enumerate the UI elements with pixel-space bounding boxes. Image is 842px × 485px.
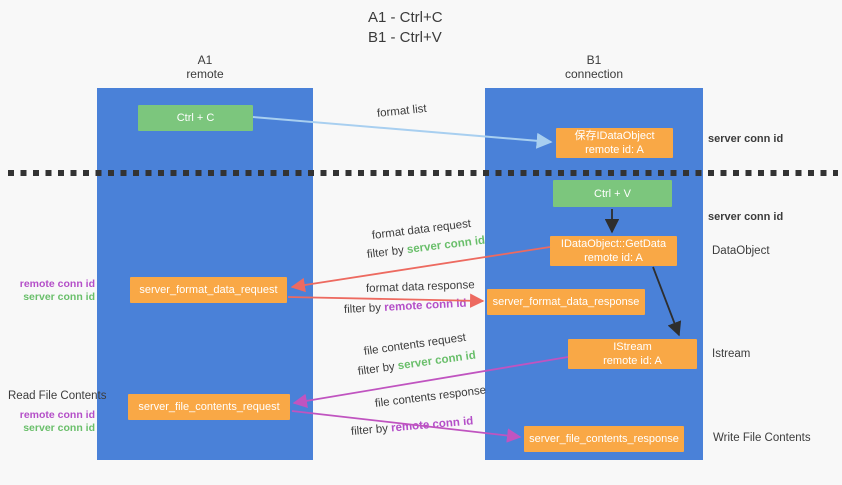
remote-conn-id-text: remote conn id — [390, 415, 474, 435]
filter-by-remote-conn-id-label-2: filter by remote conn id — [350, 415, 473, 438]
format-data-response-label: format data response — [365, 279, 475, 295]
ctrl-v-box: Ctrl + V — [553, 180, 672, 207]
filter-by-text: filter by — [350, 422, 389, 438]
filter-by-text: filter by — [366, 244, 405, 261]
title-line-2: B1 - Ctrl+V — [368, 29, 442, 46]
ctrl-v-label: Ctrl + V — [594, 187, 631, 200]
getdata-line2: remote id: A — [584, 252, 643, 264]
filter-by-text: filter by — [357, 360, 396, 378]
server-conn-id-text: server conn id — [397, 349, 477, 373]
left-column-name: A1 — [197, 53, 213, 67]
server-conn-id-text: server conn id — [406, 234, 486, 257]
server-conn-id-text: server conn id — [23, 291, 95, 303]
filter-by-remote-conn-id-label-1: filter by remote conn id — [344, 298, 467, 316]
remote-conn-id-text: remote conn id — [383, 297, 467, 314]
server-format-data-request-box: server_format_data_request — [130, 277, 287, 303]
save-dataobject-box: 保存IDataObject remote id: A — [556, 128, 673, 158]
server-format-data-response-box: server_format_data_response — [487, 289, 645, 315]
file-request-label: server_file_contents_request — [138, 401, 280, 413]
format-request-label: server_format_data_request — [139, 284, 278, 296]
format-response-label: server_format_data_response — [492, 296, 640, 308]
server-conn-id-side-label-mid: server conn id — [708, 211, 784, 223]
left-column-header: A1 remote — [97, 53, 313, 81]
filter-by-text: filter by — [343, 302, 382, 316]
right-column-subtitle: connection — [564, 67, 624, 81]
server-file-contents-response-box: server_file_contents_response — [524, 426, 684, 452]
left-conn-id-labels-bottom: remote conn id server conn id — [8, 409, 95, 435]
left-column-subtitle: remote — [186, 67, 224, 81]
istream-line2: remote id: A — [603, 355, 662, 367]
remote-conn-id-text: remote conn id — [19, 409, 95, 421]
file-contents-response-label: file contents response — [374, 384, 487, 410]
read-file-contents-label: Read File Contents — [8, 390, 107, 402]
diagram-title: A1 - Ctrl+C B1 - Ctrl+V — [368, 8, 443, 48]
format-list-label: format list — [376, 102, 428, 120]
istream-box: IStream remote id: A — [568, 339, 697, 369]
istream-line1: IStream — [613, 341, 652, 353]
server-file-contents-request-box: server_file_contents_request — [128, 394, 290, 420]
server-conn-id-side-label-top: server conn id — [708, 133, 784, 145]
ctrl-c-label: Ctrl + C — [176, 112, 215, 124]
left-conn-id-labels-top: remote conn id server conn id — [8, 278, 95, 304]
save-dataobject-line1: 保存IDataObject — [574, 130, 655, 142]
save-dataobject-line2: remote id: A — [585, 144, 644, 156]
write-file-contents-label: Write File Contents — [713, 432, 811, 444]
getdata-line1: IDataObject::GetData — [560, 238, 667, 250]
dataobject-side-label: DataObject — [712, 245, 770, 257]
idataobject-getdata-box: IDataObject::GetData remote id: A — [550, 236, 677, 266]
right-column-name: B1 — [586, 53, 602, 67]
istream-side-label: Istream — [712, 348, 751, 360]
server-conn-id-text: server conn id — [23, 422, 95, 434]
remote-conn-id-text: remote conn id — [19, 278, 95, 290]
ctrl-c-box: Ctrl + C — [138, 105, 253, 131]
right-column-header: B1 connection — [485, 53, 703, 81]
file-response-label: server_file_contents_response — [529, 433, 679, 445]
title-line-1: A1 - Ctrl+C — [368, 9, 443, 26]
